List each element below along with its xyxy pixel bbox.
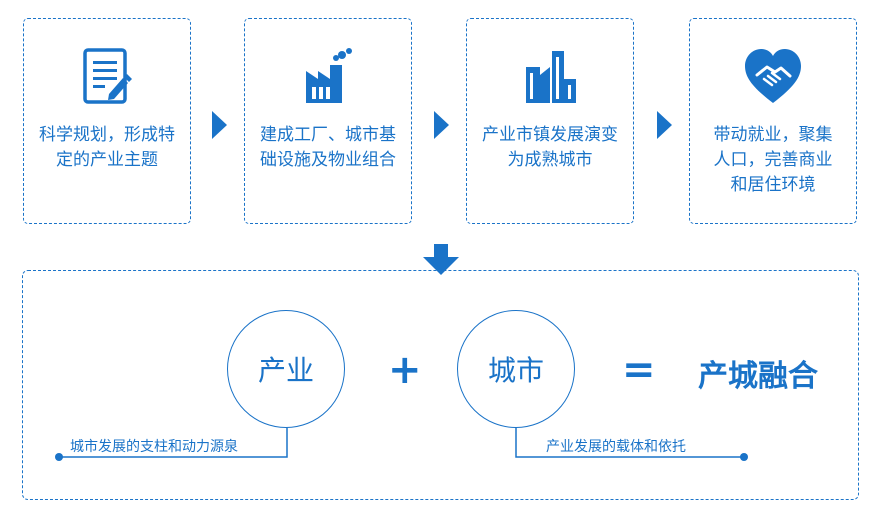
term-city-circle: 城市 <box>457 310 575 428</box>
equation-panel <box>22 270 859 500</box>
step-text-2: 建成工厂、城市基 础设施及物业组合 <box>260 125 396 170</box>
step-text-1: 科学规划，形成特 定的产业主题 <box>39 125 175 170</box>
result-text: 产城融合 <box>698 359 818 394</box>
city-buildings-icon <box>467 45 633 109</box>
arrow-right-icon <box>657 111 672 139</box>
industry-note: 城市发展的支柱和动力源泉 <box>70 439 238 455</box>
arrow-down-icon <box>423 244 459 280</box>
heart-handshake-icon <box>690 45 856 109</box>
equals-sign: = <box>622 347 656 393</box>
document-edit-icon <box>24 45 190 109</box>
step-card-4: 带动就业，聚集 人口，完善商业 和居住环境 <box>689 18 857 224</box>
arrow-right-icon <box>212 111 227 139</box>
step-text-3: 产业市镇发展演变 为成熟城市 <box>482 125 618 170</box>
step-card-2: 建成工厂、城市基 础设施及物业组合 <box>244 18 412 224</box>
step-card-1: 科学规划，形成特 定的产业主题 <box>23 18 191 224</box>
term-city-label: 城市 <box>487 354 544 387</box>
term-industry-circle: 产业 <box>227 310 345 428</box>
plus-sign: + <box>388 347 422 393</box>
term-industry-label: 产业 <box>257 354 314 387</box>
city-note: 产业发展的载体和依托 <box>546 439 686 455</box>
arrow-right-icon <box>434 111 449 139</box>
step-text-4: 带动就业，聚集 人口，完善商业 和居住环境 <box>713 125 833 195</box>
step-card-3: 产业市镇发展演变 为成熟城市 <box>466 18 634 224</box>
factory-icon <box>245 45 411 109</box>
